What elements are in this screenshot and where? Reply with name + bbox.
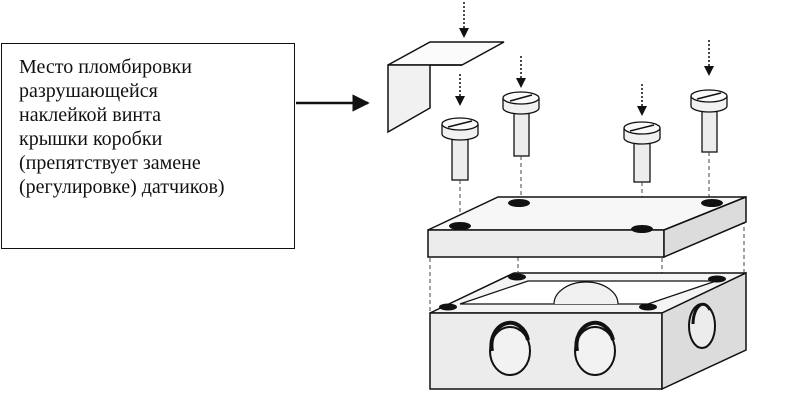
down-arrow-icon [704,40,714,76]
callout-line-5: (препятствует замене [19,152,201,174]
down-arrow-icon [516,56,526,88]
lid-hole-back-right [701,199,723,207]
down-arrow-icon [637,84,647,116]
callout-line-6: (регулировке) датчиков) [19,176,225,198]
screw-1 [441,74,479,181]
seal-callout-box: Место пломбировки разрушающейся наклейко… [1,43,295,249]
cable-entry-side [688,303,716,349]
box-base [429,271,747,391]
callout-line-4: крышки коробки [19,128,163,150]
lid-hole-front-left [449,222,471,230]
seal-sticker [387,41,505,134]
screw-4 [690,40,728,153]
down-arrow-icon [455,74,465,106]
lid-hole-back-left [508,199,530,207]
lid-hole-front-right [631,225,653,233]
box-lid [427,195,747,259]
callout-line-2: разрушающейся [19,80,158,102]
screw-3 [623,84,661,183]
screw-2 [502,56,540,157]
down-arrow-icon [459,2,469,38]
callout-line-1: Место пломбировки [19,56,192,78]
callout-line-3: наклейкой винта [19,104,161,126]
